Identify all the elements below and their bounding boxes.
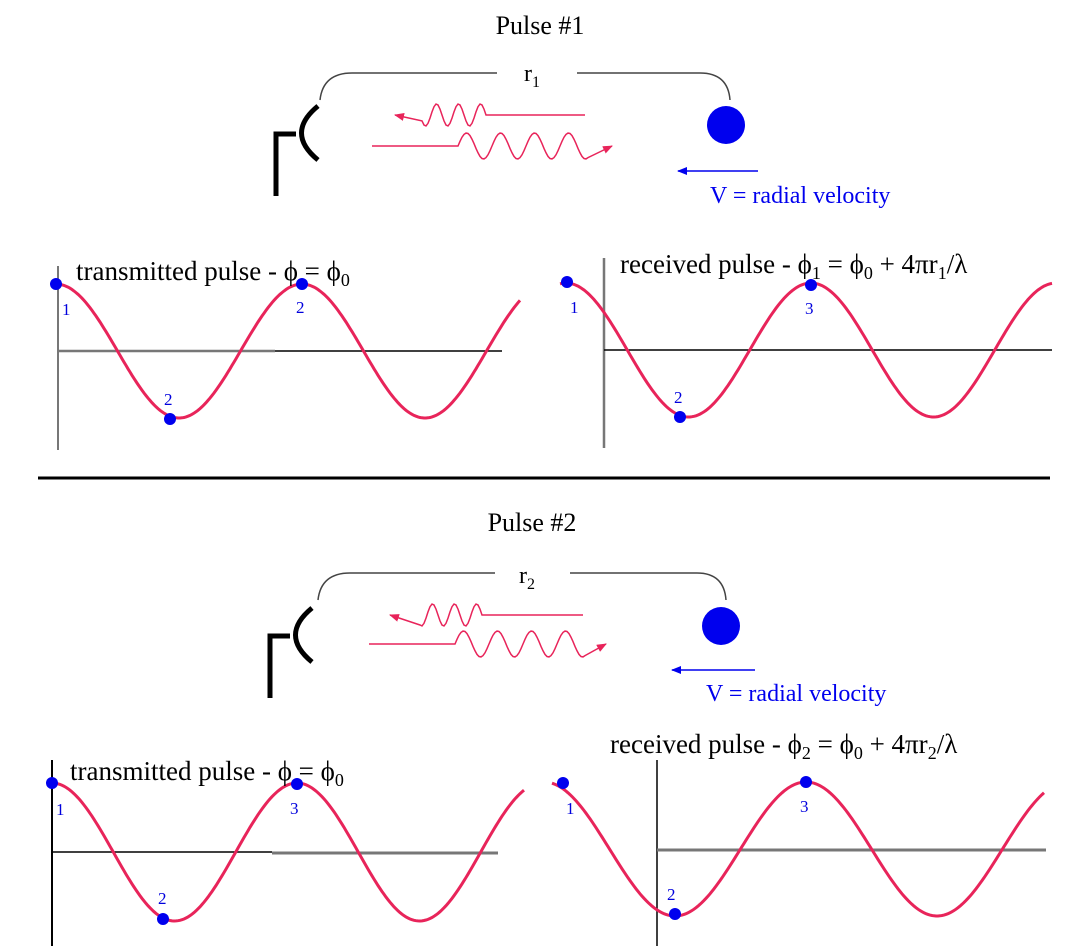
velocity-label-2: V = radial velocity [706,681,886,707]
echo-wave-1 [394,103,585,127]
received-plot-1: 1 2 3 received pulse - ϕ1 = ϕ0 + 4πr1/λ [559,249,1053,448]
phase-point-3 [296,278,308,290]
radar-antenna-1 [273,104,320,196]
range-bracket-right-2 [570,572,727,601]
phase-point-1 [561,276,573,288]
sine-wave [551,780,1046,918]
phase-point-1 [557,777,569,789]
point-label: 1 [56,800,65,819]
range-label-2: r2 [519,563,535,593]
pulse-1-title: Pulse #1 [496,11,585,40]
target-1 [707,106,745,144]
range-bracket-right-1 [577,72,731,101]
sine-wave [55,282,522,420]
point-label: 1 [566,799,575,818]
received-label-1: received pulse - ϕ1 = ϕ0 + 4πr1/λ [620,249,967,283]
phase-point-2 [164,413,176,425]
range-bracket-left-1 [319,72,497,101]
pulse-1-panel: Pulse #1 r1 V = radial velocity 1 2 [50,11,1053,450]
phase-point-3 [800,776,812,788]
point-label: 2 [296,298,305,317]
transmit-wave-2 [369,630,607,658]
phase-point-3 [291,778,303,790]
range-bracket-left-2 [317,572,495,601]
transmit-wave-1 [372,132,613,160]
point-label: 3 [800,797,809,816]
point-label: 2 [667,885,676,904]
velocity-label-1: V = radial velocity [710,183,890,209]
radar-antenna-2 [267,606,314,698]
sine-wave [51,781,525,923]
point-label: 3 [290,799,299,818]
transmitted-label-2: transmitted pulse - ϕ = ϕ0 [70,756,344,790]
echo-wave-2 [389,603,583,627]
point-label: 2 [164,390,173,409]
range-label-1: r1 [524,61,540,91]
point-label: 1 [62,300,71,319]
pulse-2-title: Pulse #2 [488,508,577,537]
phase-point-2 [669,908,681,920]
target-2 [702,607,740,645]
phase-point-2 [674,411,686,423]
phase-point-1 [50,278,62,290]
transmitted-label-1: transmitted pulse - ϕ = ϕ0 [76,256,350,290]
point-label: 2 [674,388,683,407]
phase-point-1 [46,777,58,789]
received-plot-2: 1 2 3 received pulse - ϕ2 = ϕ0 + 4πr2/λ [551,729,1046,946]
received-label-2: received pulse - ϕ2 = ϕ0 + 4πr2/λ [610,729,957,763]
point-label: 3 [805,299,814,318]
point-label: 2 [158,889,167,908]
point-label: 1 [570,298,579,317]
phase-point-2 [157,913,169,925]
phase-point-3 [805,279,817,291]
pulse-2-panel: Pulse #2 r2 V = radial velocity 1 2 3 tr… [46,508,1046,946]
transmitted-plot-2: 1 2 3 transmitted pulse - ϕ = ϕ0 [46,756,525,946]
transmitted-plot-1: 1 2 2 transmitted pulse - ϕ = ϕ0 [50,256,522,450]
